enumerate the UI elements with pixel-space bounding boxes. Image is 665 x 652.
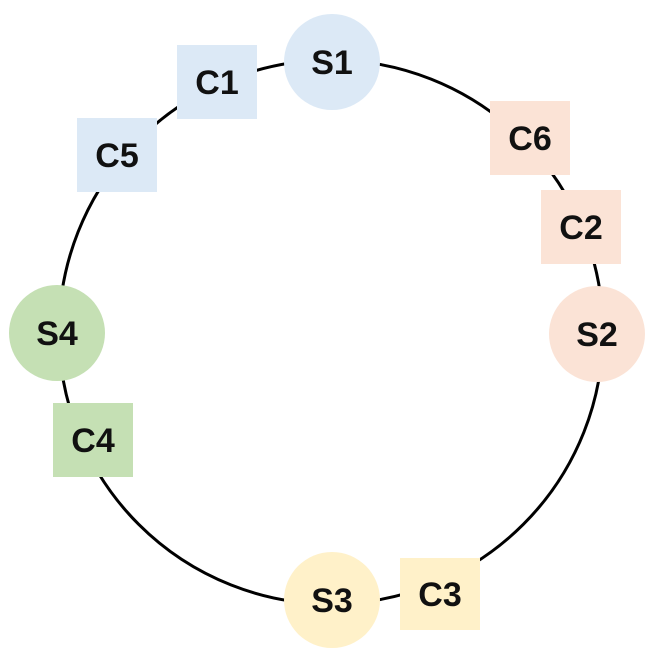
client-box-c2 (541, 190, 621, 264)
client-label-c2: C2 (559, 209, 602, 247)
server-circle-s4 (9, 285, 105, 381)
client-box-c1 (177, 45, 257, 119)
client-label-c3: C3 (418, 576, 461, 614)
client-node-c5: C5 (77, 118, 157, 192)
server-label-s4: S4 (36, 315, 78, 353)
client-node-c4: C4 (53, 403, 133, 477)
client-node-c6: C6 (490, 101, 570, 175)
client-box-c5 (77, 118, 157, 192)
server-node-s4: S4 (9, 285, 105, 381)
client-node-c1: C1 (177, 45, 257, 119)
client-node-c2: C2 (541, 190, 621, 264)
client-label-c4: C4 (71, 422, 115, 460)
server-circle-s1 (284, 14, 380, 110)
client-label-c1: C1 (195, 64, 238, 102)
server-node-s2: S2 (549, 286, 645, 382)
server-label-s2: S2 (576, 316, 618, 354)
server-circle-s3 (284, 552, 380, 648)
client-node-c3: C3 (400, 558, 480, 630)
server-node-s3: S3 (284, 552, 380, 648)
client-box-c3 (400, 558, 480, 630)
client-box-c6 (490, 101, 570, 175)
client-label-c5: C5 (95, 137, 138, 175)
server-node-s1: S1 (284, 14, 380, 110)
client-label-c6: C6 (508, 120, 551, 158)
client-box-c4 (53, 403, 133, 477)
server-label-s3: S3 (311, 582, 353, 620)
server-circle-s2 (549, 286, 645, 382)
server-label-s1: S1 (311, 44, 353, 82)
